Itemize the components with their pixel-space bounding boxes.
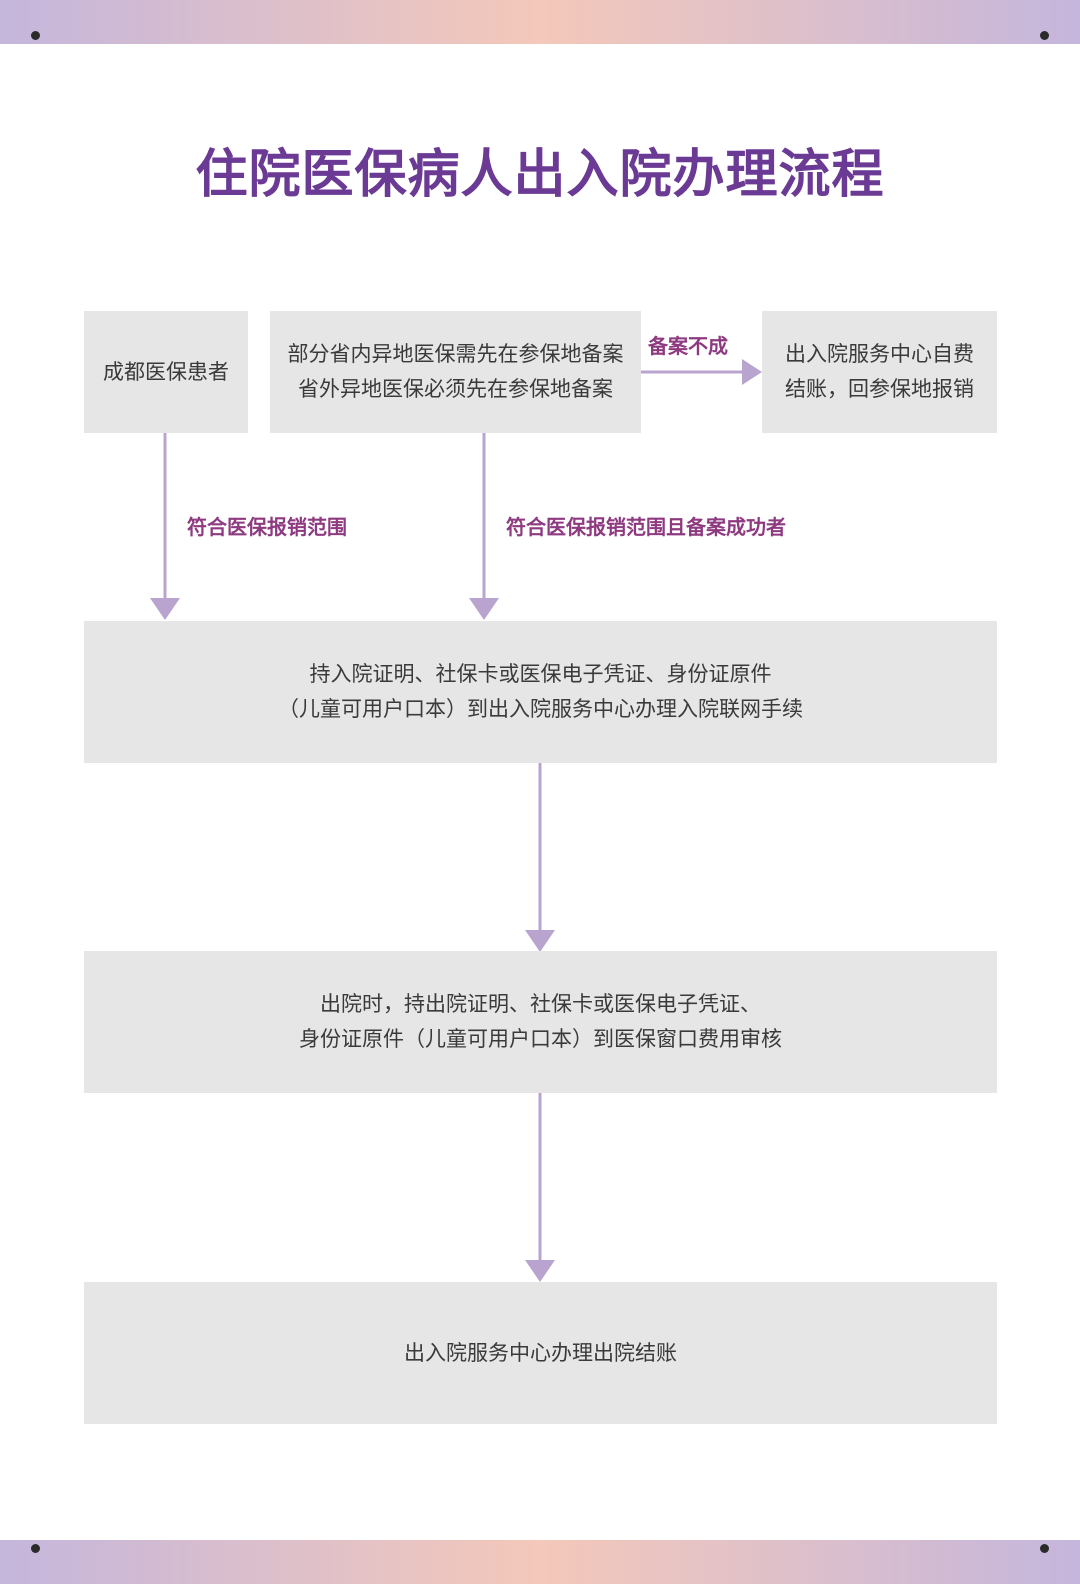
- arrowhead: [742, 359, 762, 385]
- node-remote-insurance-filing-text: 部分省内异地医保需先在参保地备案 省外异地医保必须先在参保地备案: [287, 342, 624, 401]
- top-decorative-band: [0, 0, 1080, 44]
- node-admission-registration-text: 持入院证明、社保卡或医保电子凭证、身份证原件 （儿童可用户口本）到出入院服务中心…: [278, 662, 803, 721]
- arrowhead: [469, 598, 499, 620]
- page-title: 住院医保病人出入院办理流程: [195, 145, 885, 205]
- edge-label-filing-failed: 备案不成: [648, 334, 728, 358]
- node-chengdu-insured-patient: 成都医保患者: [84, 311, 248, 433]
- corner-dot: [1040, 31, 1049, 40]
- arrowhead: [525, 930, 555, 952]
- arrowhead: [525, 1260, 555, 1282]
- node-self-pay-settlement: 出入院服务中心自费 结账，回参保地报销: [762, 311, 997, 433]
- corner-dot: [1040, 1544, 1049, 1553]
- edge-label-within-scope-and-filed: 符合医保报销范围且备案成功者: [506, 515, 786, 539]
- corner-dot: [31, 31, 40, 40]
- node-chengdu-insured-patient-text: 成都医保患者: [103, 359, 229, 384]
- corner-dot: [31, 1544, 40, 1553]
- node-self-pay-settlement-text: 出入院服务中心自费 结账，回参保地报销: [785, 342, 974, 401]
- node-admission-registration: 持入院证明、社保卡或医保电子凭证、身份证原件 （儿童可用户口本）到出入院服务中心…: [84, 621, 997, 763]
- edge-label-within-reimbursement-scope: 符合医保报销范围: [187, 515, 347, 539]
- node-discharge-fee-review-text: 出院时，持出院证明、社保卡或医保电子凭证、 身份证原件（儿童可用户口本）到医保窗…: [299, 992, 782, 1051]
- arrowhead: [150, 598, 180, 620]
- node-remote-insurance-filing: 部分省内异地医保需先在参保地备案 省外异地医保必须先在参保地备案: [270, 311, 641, 433]
- node-discharge-checkout: 出入院服务中心办理出院结账: [84, 1282, 997, 1424]
- bottom-decorative-band: [0, 1540, 1080, 1584]
- node-discharge-fee-review: 出院时，持出院证明、社保卡或医保电子凭证、 身份证原件（儿童可用户口本）到医保窗…: [84, 951, 997, 1093]
- node-discharge-checkout-text: 出入院服务中心办理出院结账: [404, 1340, 677, 1365]
